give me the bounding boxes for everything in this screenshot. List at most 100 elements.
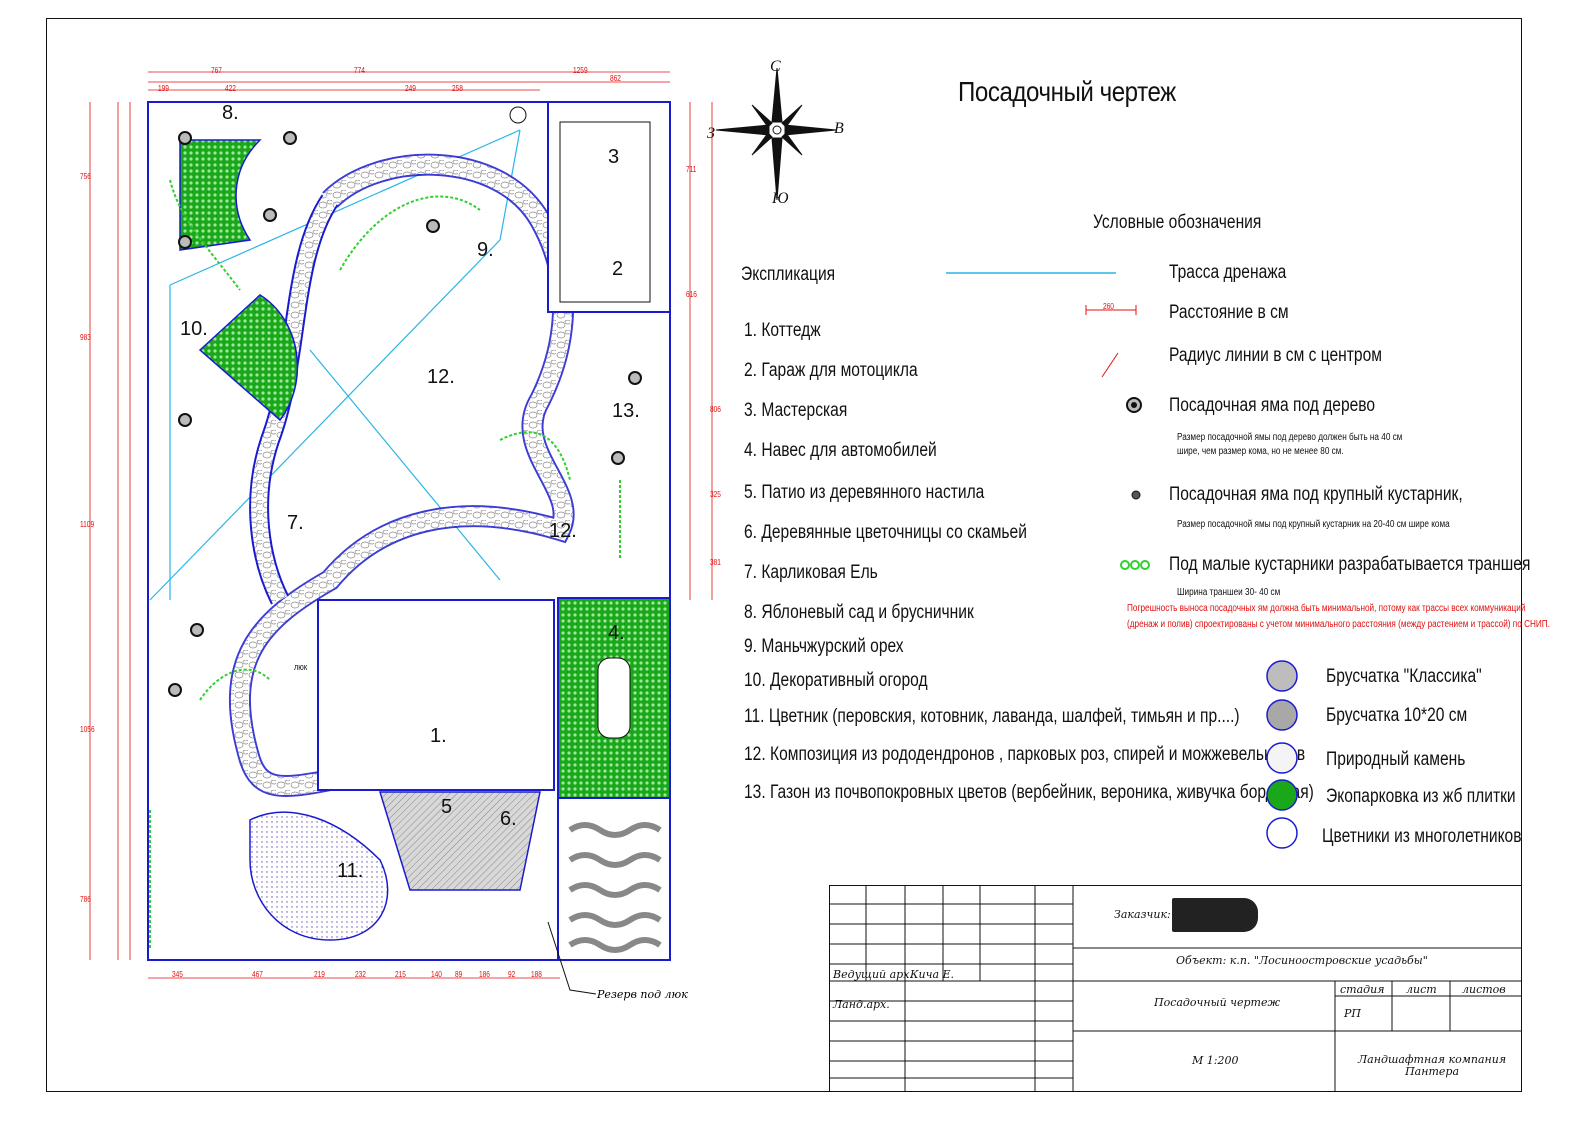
zone-label: 8.: [222, 102, 239, 124]
landscape-architect-label: Ланд.арх.: [833, 998, 890, 1011]
legend-tree-pit-note: Размер посадочной ямы под дерево должен …: [1177, 432, 1403, 443]
drawing-name: Посадочный чертеж: [1154, 996, 1280, 1009]
legend-shrub-pit: Посадочная яма под крупный кустарник,: [1169, 484, 1463, 505]
legend-red-note: Погрешность выноса посадочных ям должна …: [1127, 603, 1526, 614]
sheets-label: листов: [1462, 983, 1506, 996]
dimension-label: 188: [531, 970, 542, 979]
explication-item: 2. Гараж для мотоцикла: [744, 360, 918, 381]
explication-heading: Экспликация: [741, 264, 836, 285]
zone-label: 12.: [549, 520, 577, 542]
explication-item: 5. Патио из деревянного настила: [744, 482, 985, 503]
compass-north-label: С: [770, 58, 781, 75]
explication-item: 6. Деревянные цветочницы со скамьей: [744, 522, 1027, 543]
explication-item: 11. Цветник (перовския, котовник, лаванд…: [744, 706, 1240, 727]
dimension-label: 1259: [573, 66, 588, 75]
legend-trench-note: Ширина траншеи 30- 40 см: [1177, 587, 1281, 598]
zone-label: 4.: [608, 622, 625, 644]
legend-shrub-pit-note: Размер посадочной ямы под крупный кустар…: [1177, 519, 1450, 530]
explication-item: 4. Навес для автомобилей: [744, 440, 937, 461]
legend-paving-10x20: Брусчатка 10*20 см: [1326, 705, 1468, 726]
stage-label: стадия: [1340, 983, 1385, 996]
hatch-label: люк: [294, 662, 308, 672]
stage-value: РП: [1344, 1007, 1361, 1020]
legend-symbols: [946, 272, 1298, 849]
legend-drain: Трасса дренажа: [1169, 262, 1287, 283]
legend-perennials: Цветники из многолетников: [1322, 826, 1522, 847]
legend-tree-pit-note: шире, чем размер кома, но не менее 80 см…: [1177, 446, 1344, 457]
dimension-label: 140: [431, 970, 442, 979]
zone-label: 2: [612, 258, 624, 280]
legend-red-note: (дренаж и полив) спроектированы с учетом…: [1127, 619, 1550, 630]
zone-label: 13.: [612, 400, 640, 422]
title-block: Заказчик: Объект: к.п. "Лосиноостровские…: [829, 885, 1521, 1092]
dimension-label: 756: [80, 172, 91, 181]
dimension-label: 345: [172, 970, 183, 979]
zone-label: 9.: [477, 239, 494, 261]
zone-label: 5: [441, 796, 453, 818]
dimension-label: 1056: [80, 725, 95, 734]
explication-item: 12. Композиция из рододендронов , парков…: [744, 744, 1306, 765]
explication-item: 7. Карликовая Ель: [744, 562, 878, 583]
legend-heading: Условные обозначения: [1093, 212, 1262, 233]
dimension-label: 89: [455, 970, 463, 979]
dimension-label: 258: [452, 84, 463, 93]
dimension-label: 616: [686, 290, 697, 299]
dimension-label: 215: [395, 970, 406, 979]
dimension-label: 786: [80, 895, 91, 904]
reserve-note: Резерв под люк: [597, 988, 688, 1001]
company-name: Ландшафтная компания Пантера: [1358, 1053, 1507, 1078]
legend-natural-stone: Природный камень: [1326, 749, 1466, 770]
dimension-label: 983: [80, 333, 91, 342]
dimension-label: 381: [710, 558, 721, 567]
zone-label: 10.: [180, 318, 208, 340]
dimension-label: 711: [686, 165, 697, 174]
dimension-label: 219: [314, 970, 325, 979]
legend-tree-pit: Посадочная яма под дерево: [1169, 395, 1376, 416]
zone-label: 6.: [500, 808, 517, 830]
explication-item: 13. Газон из почвопокровных цветов (верб…: [744, 782, 1314, 803]
site-plan: [89, 71, 713, 979]
scale: М 1:200: [1192, 1054, 1239, 1067]
sheet-label: лист: [1406, 983, 1437, 996]
explication-item: 10. Декоративный огород: [744, 670, 928, 691]
legend-ecoparking: Экопарковка из жб плитки: [1326, 786, 1516, 807]
dimension-label: 325: [710, 490, 721, 499]
explication-item: 9. Маньчжурский орех: [744, 636, 904, 657]
customer-redaction: [1172, 898, 1258, 932]
legend-trench: Под малые кустарники разрабатывается тра…: [1169, 554, 1531, 575]
legend-radius: Радиус линии в см с центром: [1169, 345, 1382, 366]
lead-architect-label: Ведущий арх.: [833, 968, 913, 981]
drawing-frame: [46, 18, 1522, 1092]
drawing-title: Посадочный чертеж: [958, 76, 1176, 107]
dimension-label: 422: [225, 84, 236, 93]
dimension-label: 806: [710, 405, 721, 414]
zone-label: 3: [608, 146, 620, 168]
zone-label: 11.: [337, 860, 364, 882]
legend-paving-classic: Брусчатка "Классика": [1326, 666, 1482, 687]
dimension-label: 467: [252, 970, 263, 979]
customer-label: Заказчик:: [1114, 908, 1171, 921]
dimension-label: 186: [479, 970, 490, 979]
explication-item: 1. Коттедж: [744, 320, 821, 341]
compass-rose-icon: [715, 67, 837, 201]
compass-south-label: Ю: [772, 190, 789, 207]
dimension-label: 774: [354, 66, 365, 75]
zone-label: 7.: [287, 512, 304, 534]
legend-distance: Расстояние в см: [1169, 302, 1289, 323]
legend-distance-sample: 260: [1103, 302, 1114, 311]
lead-architect-name: Кича Е.: [910, 968, 955, 981]
dimension-label: 862: [610, 74, 621, 83]
dimension-label: 199: [158, 84, 169, 93]
reserve-leader-line: [547, 921, 597, 995]
explication-item: 3. Мастерская: [744, 400, 848, 421]
dimension-label: 232: [355, 970, 366, 979]
object-name: Объект: к.п. "Лосиноостровские усадьбы": [1176, 954, 1428, 967]
zone-label: 12.: [427, 366, 455, 388]
dimension-label: 1109: [80, 520, 95, 529]
compass-east-label: В: [834, 120, 844, 137]
dimension-label: 249: [405, 84, 416, 93]
dimension-label: 767: [211, 66, 222, 75]
explication-item: 8. Яблоневый сад и брусничник: [744, 602, 974, 623]
zone-label: 1.: [430, 725, 447, 747]
dimension-label: 92: [508, 970, 516, 979]
